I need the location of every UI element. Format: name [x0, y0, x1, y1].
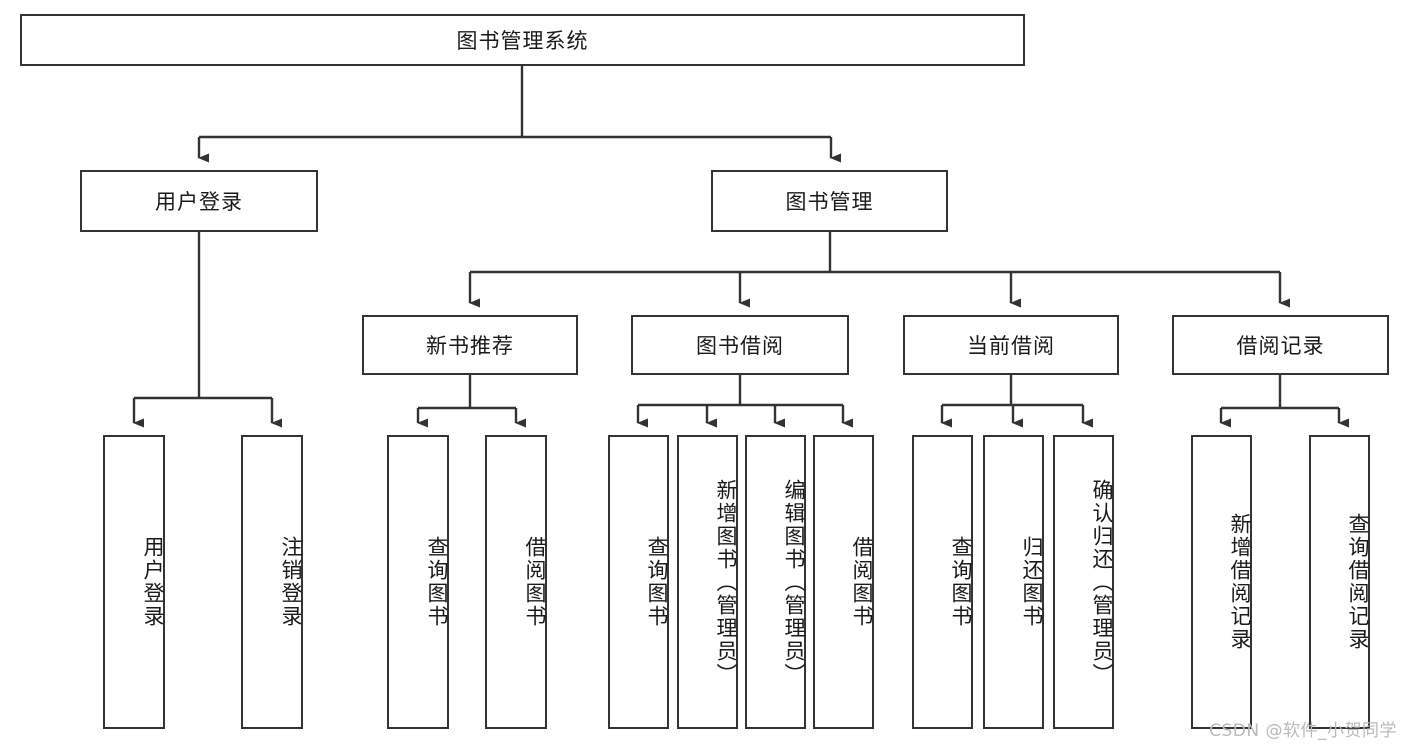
leaf-query-borrow-record[interactable]: 查询借阅记录: [1309, 435, 1370, 729]
leaf-label: 借阅图书: [850, 536, 874, 628]
node-root[interactable]: 图书管理系统: [20, 14, 1025, 66]
leaf-user-login[interactable]: 用户登录: [103, 435, 165, 729]
leaf-confirm-return-admin[interactable]: 确认归还（管理员）: [1053, 435, 1114, 729]
leaf-query-book-new[interactable]: 查询图书: [387, 435, 449, 729]
leaf-label: 注销登录: [279, 536, 303, 628]
leaf-label: 新增借阅记录: [1228, 513, 1252, 651]
leaf-add-borrow-record[interactable]: 新增借阅记录: [1191, 435, 1252, 729]
leaf-label: 查询图书: [425, 536, 449, 628]
node-new-book-recommend[interactable]: 新书推荐: [362, 315, 578, 375]
leaf-query-book[interactable]: 查询图书: [608, 435, 669, 729]
csdn-watermark: CSDN @软件_小贺同学: [1209, 721, 1397, 741]
leaf-query-book-current[interactable]: 查询图书: [912, 435, 973, 729]
leaf-return-book[interactable]: 归还图书: [983, 435, 1044, 729]
leaf-borrow-book-new[interactable]: 借阅图书: [485, 435, 547, 729]
leaf-label: 确认归还（管理员）: [1090, 478, 1114, 686]
leaf-label: 借阅图书: [523, 536, 547, 628]
leaf-edit-book-admin[interactable]: 编辑图书（管理员）: [745, 435, 806, 729]
leaf-logout[interactable]: 注销登录: [241, 435, 303, 729]
leaf-label: 查询图书: [645, 536, 669, 628]
leaf-label: 新增图书（管理员）: [714, 478, 738, 686]
node-borrow-record[interactable]: 借阅记录: [1172, 315, 1389, 375]
node-book-borrow[interactable]: 图书借阅: [631, 315, 849, 375]
leaf-label: 归还图书: [1020, 536, 1044, 628]
leaf-label: 查询借阅记录: [1346, 513, 1370, 651]
leaf-label: 编辑图书（管理员）: [782, 478, 806, 686]
node-user-login[interactable]: 用户登录: [80, 170, 318, 232]
leaf-borrow-book[interactable]: 借阅图书: [813, 435, 874, 729]
node-book-management[interactable]: 图书管理: [711, 170, 948, 232]
leaf-add-book-admin[interactable]: 新增图书（管理员）: [677, 435, 738, 729]
leaf-label: 查询图书: [949, 536, 973, 628]
node-current-borrow[interactable]: 当前借阅: [903, 315, 1119, 375]
leaf-label: 用户登录: [141, 536, 165, 628]
